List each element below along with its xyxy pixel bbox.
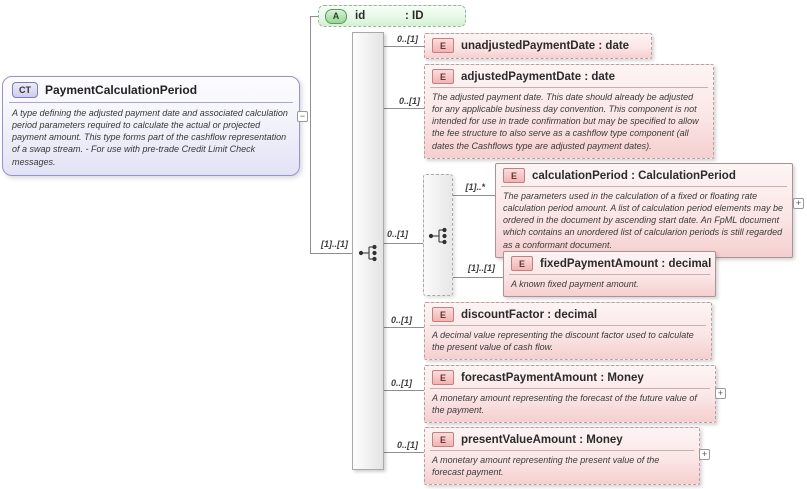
cardinality-root-sequence: [1]..[1] bbox=[321, 239, 348, 249]
expand-icon[interactable]: + bbox=[793, 198, 804, 209]
separator bbox=[509, 274, 710, 275]
cardinality-fixedPaymentAmount: [1]..[1] bbox=[468, 263, 495, 273]
separator bbox=[430, 325, 706, 326]
separator bbox=[501, 186, 787, 187]
cardinality-forecastPaymentAmount: 0..[1] bbox=[390, 378, 412, 388]
cardinality-discountFactor: 0..[1] bbox=[390, 315, 412, 325]
attribute-name: id bbox=[355, 10, 366, 22]
expand-icon[interactable]: + bbox=[715, 388, 726, 399]
element-name: fixedPaymentAmount : decimal bbox=[540, 257, 712, 270]
complex-type-description: A type defining the adjusted payment dat… bbox=[12, 108, 288, 167]
collapse-icon[interactable]: − bbox=[297, 111, 308, 122]
element-name: discountFactor : decimal bbox=[461, 308, 598, 321]
sequence-icon bbox=[428, 227, 447, 245]
connector-line bbox=[384, 46, 424, 47]
element-box-fixedPaymentAmount[interactable]: E fixedPaymentAmount : decimal A known f… bbox=[503, 251, 716, 298]
complex-type-box[interactable]: CT PaymentCalculationPeriod A type defin… bbox=[2, 76, 300, 176]
cardinality-adjustedPaymentDate: 0..[1] bbox=[398, 96, 420, 106]
element-icon: E bbox=[432, 432, 454, 447]
cardinality-unadjustedPaymentDate: 0..[1] bbox=[396, 34, 418, 44]
connector-line bbox=[453, 195, 495, 196]
element-description: The parameters used in the calculation o… bbox=[503, 191, 783, 250]
complex-type-name: PaymentCalculationPeriod bbox=[45, 83, 198, 97]
element-box-calculationPeriod[interactable]: E calculationPeriod : CalculationPeriod … bbox=[495, 163, 793, 258]
separator bbox=[430, 388, 710, 389]
cardinality-inner-sequence: 0..[1] bbox=[386, 229, 408, 239]
element-description: A monetary amount representing the forec… bbox=[432, 393, 697, 416]
element-description: A known fixed payment amount. bbox=[511, 279, 639, 289]
connector-line bbox=[453, 277, 503, 278]
element-box-unadjustedPaymentDate[interactable]: E unadjustedPaymentDate : date bbox=[424, 33, 652, 59]
connector-line bbox=[384, 243, 423, 244]
complex-type-icon: CT bbox=[12, 82, 38, 98]
element-icon: E bbox=[432, 370, 454, 385]
connector-line bbox=[310, 16, 311, 254]
element-icon: E bbox=[432, 38, 454, 53]
inner-sequence-compositor[interactable] bbox=[423, 174, 453, 296]
separator bbox=[430, 450, 694, 451]
connector-line bbox=[310, 253, 352, 254]
sequence-compositor[interactable] bbox=[352, 32, 384, 470]
element-box-adjustedPaymentDate[interactable]: E adjustedPaymentDate : date The adjuste… bbox=[424, 64, 714, 159]
element-name: adjustedPaymentDate : date bbox=[461, 70, 616, 83]
separator bbox=[430, 87, 708, 88]
element-description: A monetary amount representing the prese… bbox=[432, 455, 660, 478]
expand-icon[interactable]: + bbox=[699, 449, 710, 460]
connector-line bbox=[384, 452, 424, 453]
attribute-icon: A bbox=[325, 8, 347, 24]
element-box-presentValueAmount[interactable]: E presentValueAmount : Money A monetary … bbox=[424, 427, 700, 486]
element-name: calculationPeriod : CalculationPeriod bbox=[532, 169, 736, 182]
sequence-icon bbox=[358, 244, 377, 262]
element-box-forecastPaymentAmount[interactable]: E forecastPaymentAmount : Money A moneta… bbox=[424, 365, 716, 424]
separator bbox=[9, 102, 293, 103]
element-name: unadjustedPaymentDate : date bbox=[461, 39, 630, 52]
attribute-type: : ID bbox=[405, 10, 424, 22]
element-box-discountFactor[interactable]: E discountFactor : decimal A decimal val… bbox=[424, 302, 712, 361]
element-icon: E bbox=[511, 256, 533, 271]
connector-line bbox=[310, 16, 318, 17]
element-description: A decimal value representing the discoun… bbox=[432, 330, 694, 353]
connector-line bbox=[384, 327, 424, 328]
element-name: presentValueAmount : Money bbox=[461, 433, 623, 446]
element-icon: E bbox=[432, 307, 454, 322]
element-icon: E bbox=[432, 69, 454, 84]
attribute-box-id[interactable]: A id : ID bbox=[318, 5, 466, 27]
cardinality-calculationPeriod: [1]..* bbox=[465, 182, 485, 192]
element-description: The adjusted payment date. This date sho… bbox=[432, 92, 699, 151]
cardinality-presentValueAmount: 0..[1] bbox=[396, 440, 418, 450]
element-name: forecastPaymentAmount : Money bbox=[461, 371, 644, 384]
connector-line bbox=[384, 108, 424, 109]
connector-line bbox=[384, 390, 424, 391]
element-icon: E bbox=[503, 168, 525, 183]
